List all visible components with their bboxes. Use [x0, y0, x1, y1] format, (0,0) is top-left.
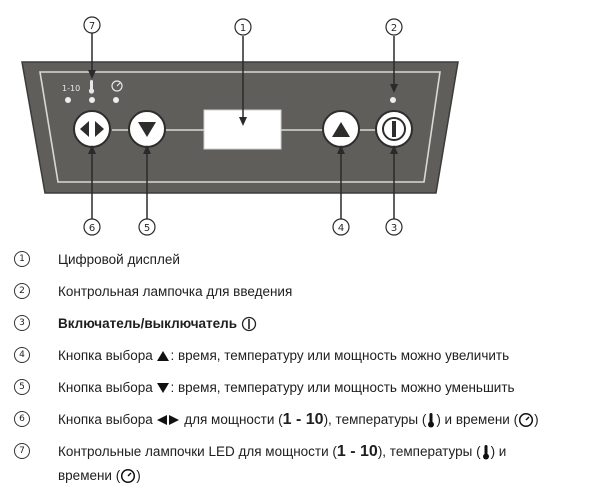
callout-leaders: [88, 33, 398, 219]
legend-text: Кнопка выбора : время, температуру или м…: [58, 348, 510, 363]
panel-power-range-label: 1-10: [62, 84, 80, 93]
svg-text:3: 3: [391, 223, 397, 234]
legend-text: Кнопка выбора для мощности (1 - 10), тем…: [58, 411, 539, 428]
svg-text:5: 5: [144, 223, 150, 234]
svg-text:6: 6: [89, 223, 95, 234]
callout-3: 3: [385, 218, 403, 236]
callout-4: 4: [332, 218, 350, 236]
power-icon: [241, 317, 256, 332]
svg-text:2: 2: [391, 23, 397, 34]
callout-1: 1: [234, 18, 252, 36]
callout-6: 6: [83, 218, 101, 236]
thermometer-icon: [88, 80, 95, 94]
clock-icon: [111, 80, 123, 92]
legend-text: Кнопка выбора : время, температуру или м…: [58, 380, 515, 395]
callout-7: 7: [83, 16, 101, 34]
legend-number: 1: [14, 251, 30, 267]
legend-text: времени (): [58, 468, 141, 484]
svg-text:4: 4: [338, 223, 344, 234]
legend-number: 6: [14, 411, 30, 427]
legend-text: Контрольная лампочка для введения: [58, 284, 293, 299]
led-power: [65, 97, 71, 103]
led-indicator: [390, 97, 396, 103]
thermometer-icon: [482, 445, 489, 460]
legend-number: 4: [14, 347, 30, 363]
thermometer-icon: [428, 413, 435, 428]
triangle-up-icon: [157, 351, 170, 362]
legend-number: 5: [14, 379, 30, 395]
svg-text:1: 1: [240, 23, 246, 34]
svg-text:7: 7: [89, 21, 95, 32]
legend-text: Включатель/выключатель: [58, 315, 257, 333]
clock-icon: [121, 469, 136, 484]
legend-text: Контрольные лампочки LED для мощности (1…: [58, 443, 507, 460]
legend-text: Цифровой дисплей: [58, 252, 180, 267]
legend-number: 3: [14, 315, 30, 331]
callout-2: 2: [385, 18, 403, 36]
led-time: [113, 97, 119, 103]
legend-number: 2: [14, 283, 30, 299]
callout-5: 5: [138, 218, 156, 236]
control-panel-inner-outline: [39, 71, 441, 183]
left-right-arrows-icon: [157, 415, 180, 426]
power-switch-label: Включатель/выключатель: [58, 316, 238, 331]
power-button[interactable]: [375, 110, 413, 148]
legend-number: 7: [14, 443, 30, 459]
led-temperature: [89, 97, 95, 103]
clock-icon: [519, 413, 534, 428]
triangle-down-icon: [157, 383, 170, 394]
control-panel-diagram: 1-10: [21, 16, 459, 236]
